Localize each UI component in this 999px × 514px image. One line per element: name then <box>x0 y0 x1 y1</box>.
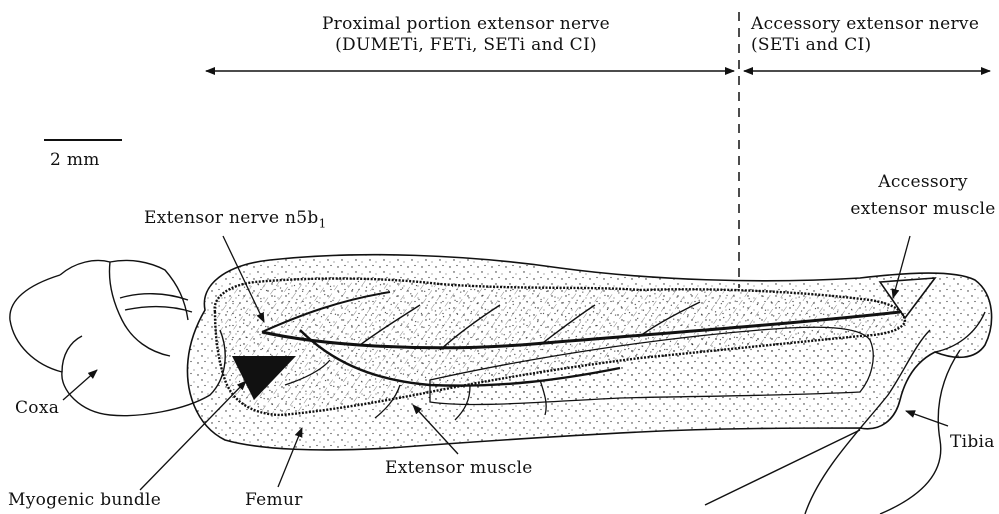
extensor-muscle-label: Extensor muscle <box>385 458 533 479</box>
femur-label: Femur <box>245 490 303 511</box>
accessory-muscle-label: Accessory extensor muscle <box>848 172 998 220</box>
extensor-nerve-label: Extensor nerve n5b1 <box>144 208 327 234</box>
accessory-nerve-heading: Accessory extensor nerve (SETi and CI) <box>751 14 979 56</box>
extensor-nerve-label-text: Extensor nerve n5b <box>144 208 319 228</box>
accessory-heading-line1: Accessory extensor nerve <box>751 14 979 35</box>
proximal-heading-line1: Proximal portion extensor nerve <box>306 14 626 35</box>
accessory-muscle-line2: extensor muscle <box>848 199 998 220</box>
proximal-heading-line2: (DUMETi, FETi, SETi and CI) <box>306 35 626 56</box>
accessory-heading-line2: (SETi and CI) <box>751 35 979 56</box>
proximal-nerve-heading: Proximal portion extensor nerve (DUMETi,… <box>306 14 626 56</box>
myogenic-bundle-label: Myogenic bundle <box>8 490 161 511</box>
tibia-label: Tibia <box>950 432 995 453</box>
femur-shaft-line <box>705 430 860 505</box>
scale-bar-label: 2 mm <box>50 150 100 171</box>
tibia-leader <box>906 411 948 426</box>
accessory-muscle-line1: Accessory <box>848 172 998 193</box>
extensor-nerve-label-subscript: 1 <box>319 216 327 230</box>
coxa-leader <box>63 370 97 400</box>
coxa-label: Coxa <box>15 398 59 419</box>
